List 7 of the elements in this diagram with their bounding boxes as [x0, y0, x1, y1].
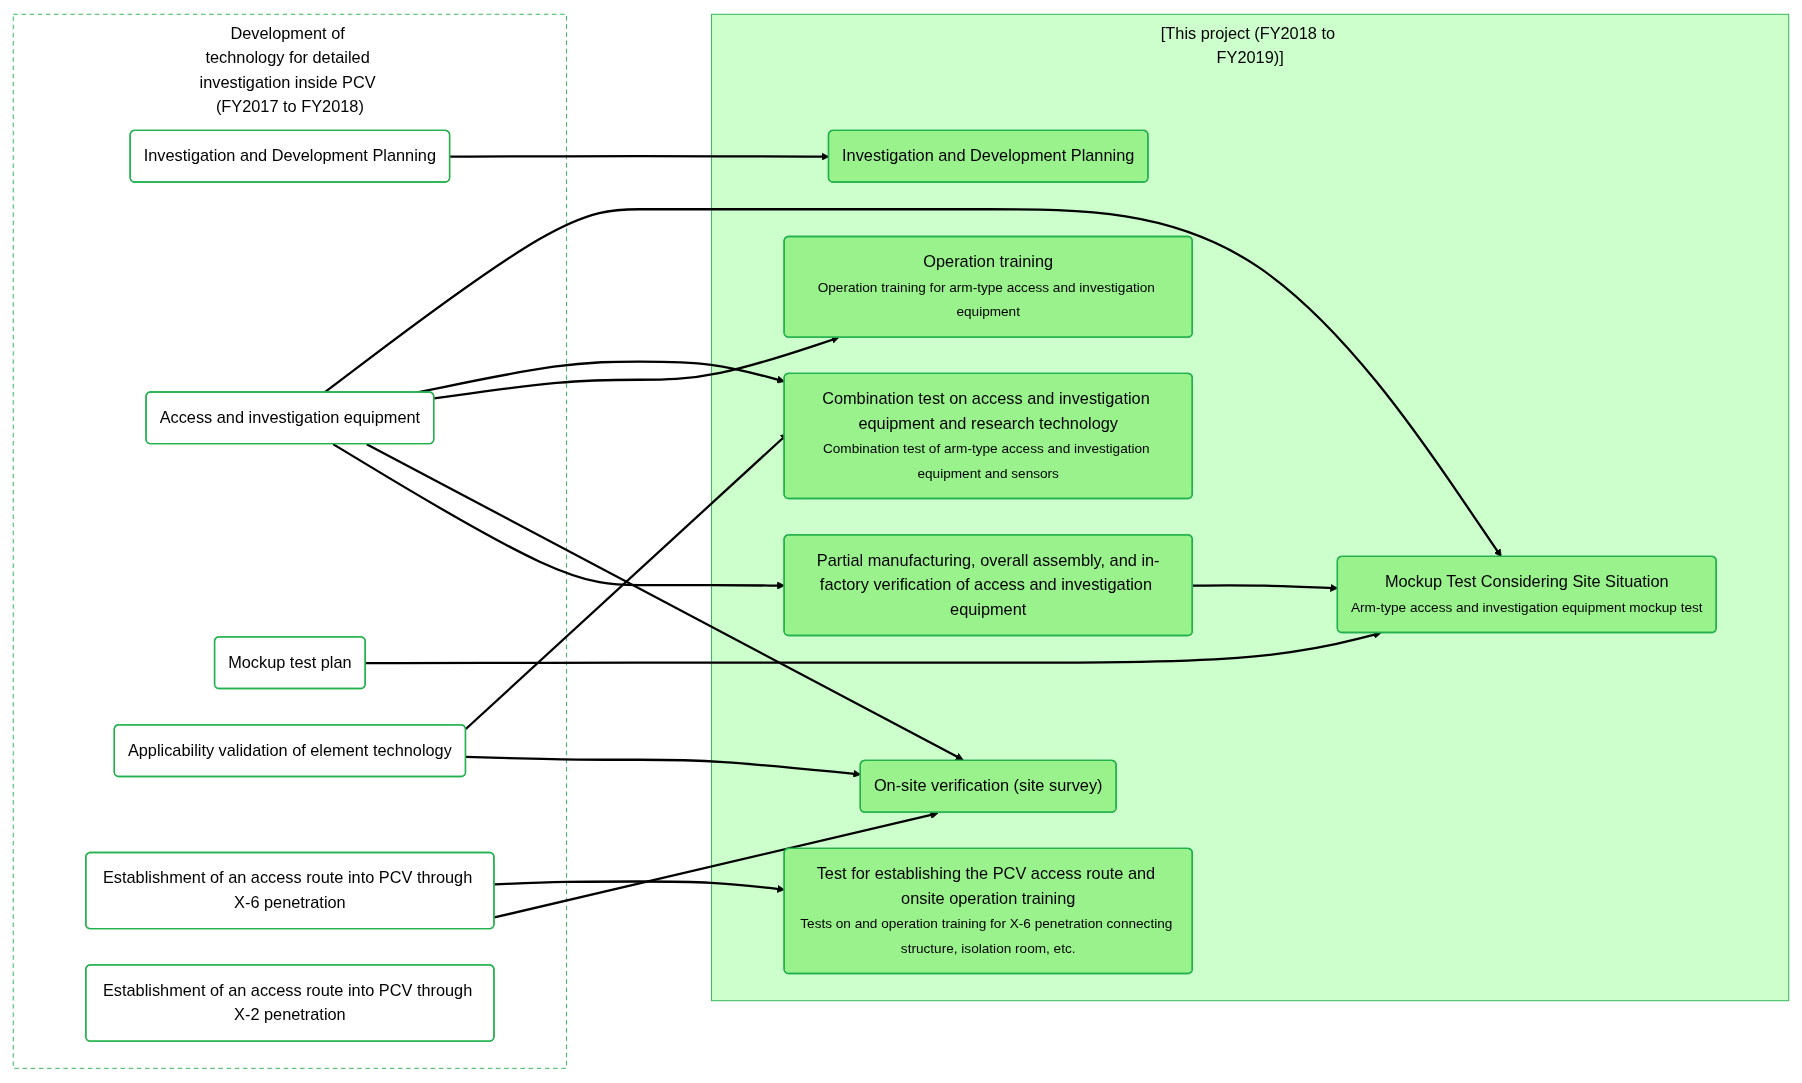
arrow [366, 443, 964, 761]
arrow [365, 631, 1382, 665]
arrow [494, 880, 785, 894]
arrow [323, 208, 1502, 558]
arrow [494, 811, 939, 919]
arrow [332, 443, 785, 590]
arrow [434, 336, 840, 400]
